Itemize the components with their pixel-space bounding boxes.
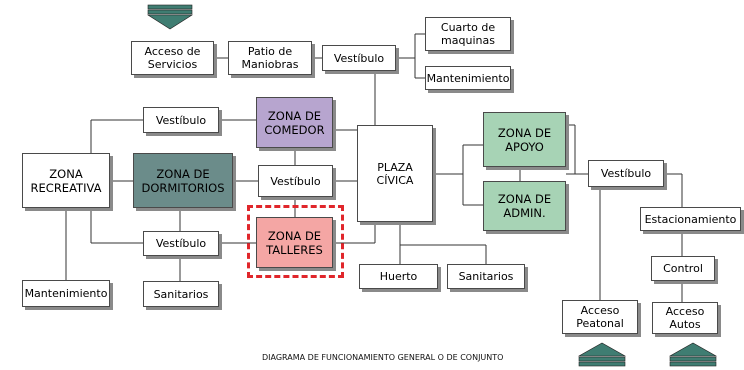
box-vestibulo-lower: Vestíbulo: [143, 231, 219, 256]
box-control: Control: [651, 256, 715, 281]
box-zona-admin: ZONA DE ADMIN.: [483, 181, 566, 231]
box-vestibulo-mid: Vestíbulo: [258, 165, 333, 197]
box-zona-recreativa: ZONA RECREATIVA: [22, 153, 110, 208]
box-plaza-civica: PLAZA CÍVICA: [357, 125, 433, 222]
box-mantenimiento-top: Mantenimiento: [425, 66, 511, 90]
box-sanitarios-right: Sanitarios: [447, 264, 525, 289]
box-acceso-autos: Acceso Autos: [652, 302, 718, 334]
box-vestibulo-top: Vestíbulo: [322, 45, 396, 71]
box-zona-talleres: ZONA DE TALLERES: [256, 217, 333, 268]
highlight-dashed-frame: [247, 205, 344, 278]
box-cuarto-maquinas: Cuarto de maquinas: [425, 17, 511, 51]
box-acceso-peatonal: Acceso Peatonal: [562, 300, 638, 334]
box-zona-comedor: ZONA DE COMEDOR: [256, 97, 333, 148]
box-patio-maniobras: Patio de Maniobras: [228, 41, 312, 75]
box-zona-dormitorios: ZONA DE DORMITORIOS: [133, 153, 233, 208]
box-acceso-servicios: Acceso de Servicios: [131, 41, 214, 75]
box-huerto: Huerto: [359, 264, 438, 289]
box-zona-apoyo: ZONA DE APOYO: [483, 112, 566, 167]
entry-arrow-autos-icon: [668, 342, 718, 367]
diagram-caption: DIAGRAMA DE FUNCIONAMIENTO GENERAL O DE …: [262, 353, 504, 362]
box-vestibulo-right: Vestíbulo: [588, 160, 664, 187]
box-vestibulo-upper-left: Vestíbulo: [143, 107, 219, 133]
box-estacionamiento: Estacionamiento: [640, 207, 741, 231]
entry-arrow-peatonal-icon: [577, 342, 627, 367]
box-mantenimiento-bottom: Mantenimiento: [22, 280, 110, 307]
box-sanitarios-left: Sanitarios: [143, 281, 219, 307]
entry-arrow-top-icon: [146, 4, 194, 30]
